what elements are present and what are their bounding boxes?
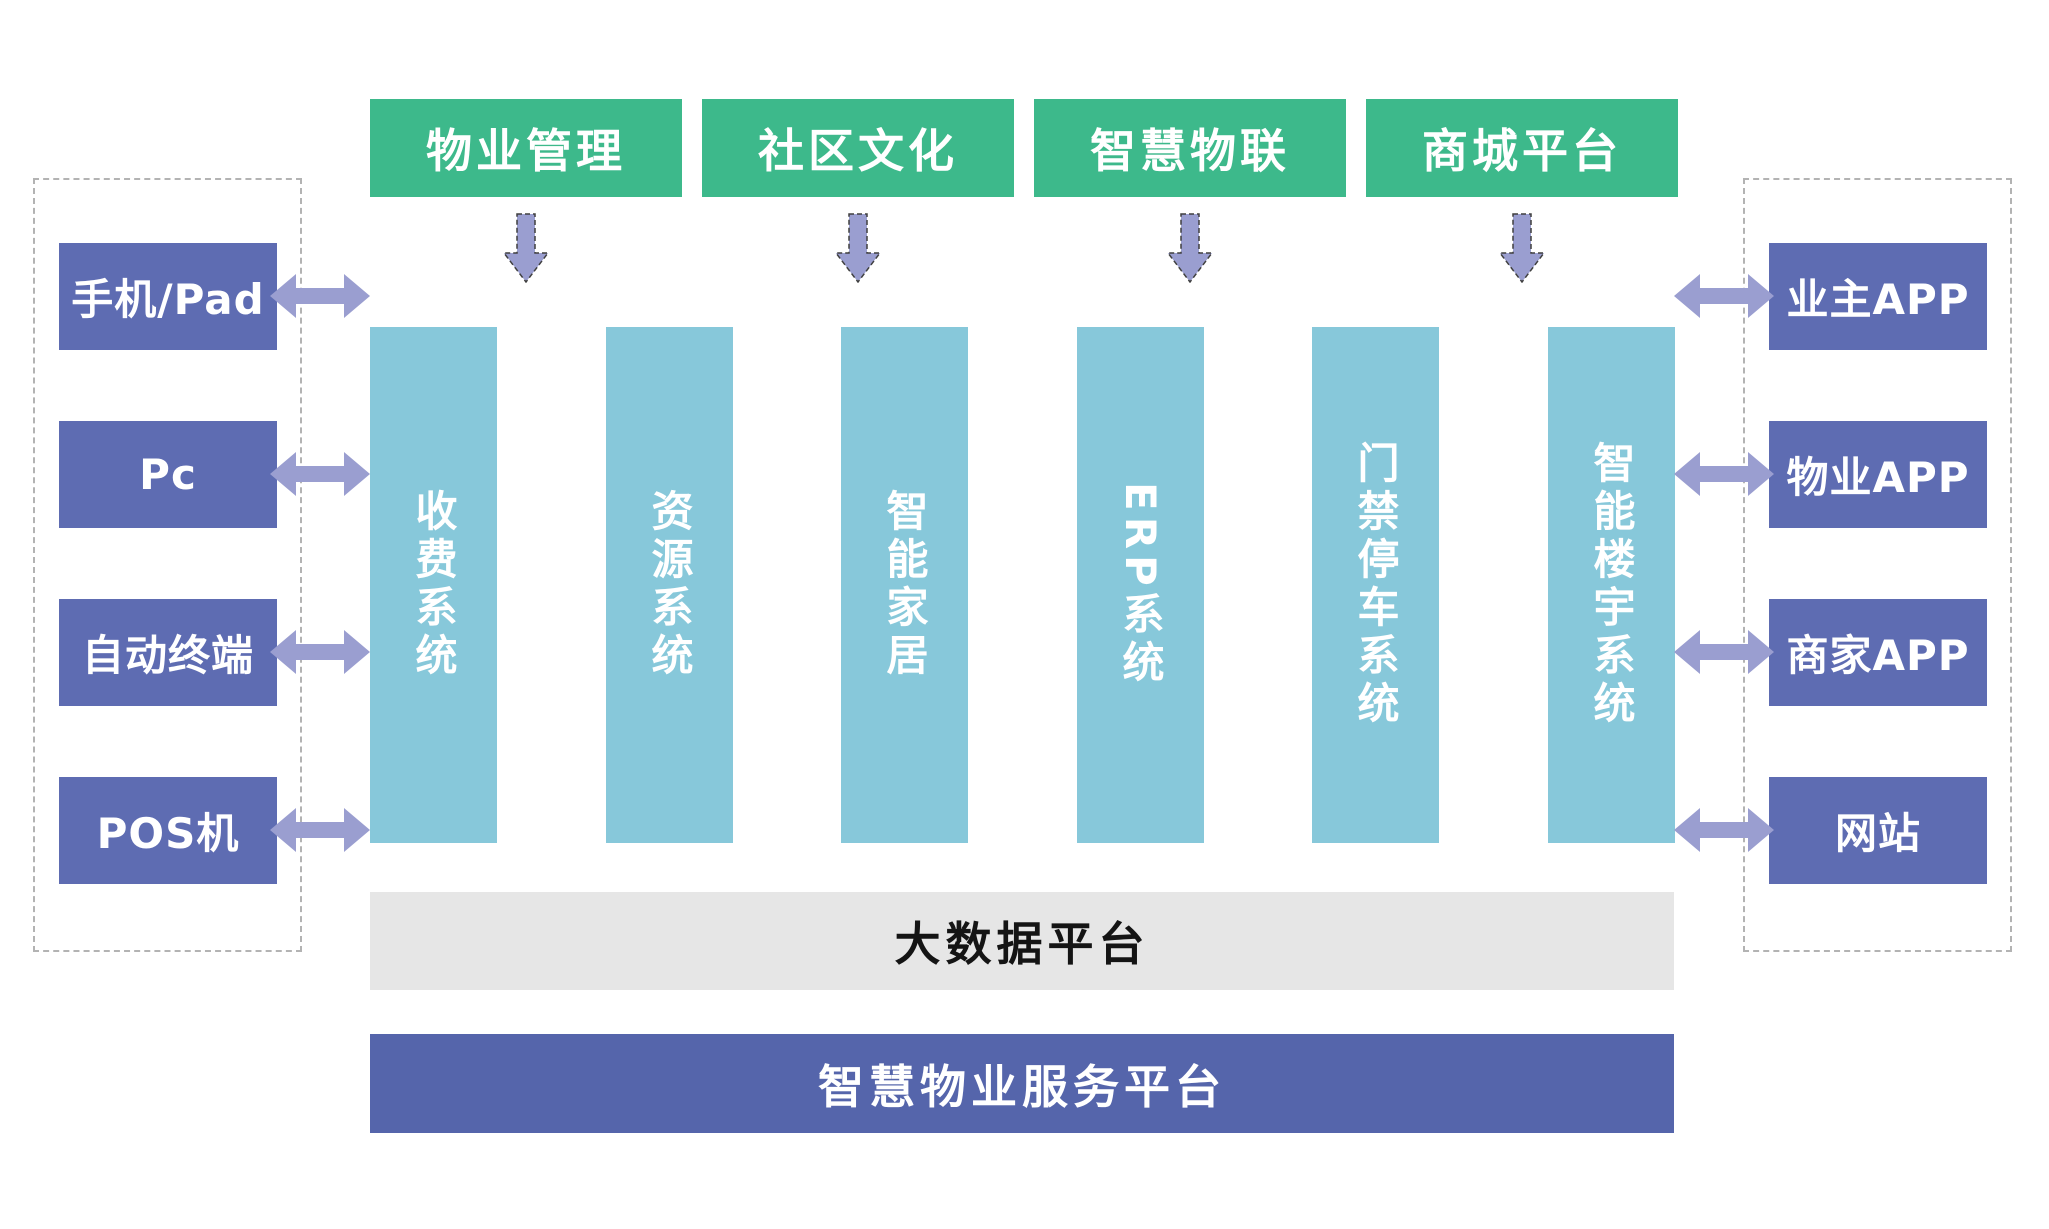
app-owner: 业主APP	[1769, 243, 1987, 350]
terminal-pc: Pc	[59, 421, 277, 528]
down-arrow-icon	[834, 213, 882, 284]
down-arrow-icon	[1498, 213, 1546, 284]
system-smart-home: 智能家居	[841, 327, 968, 843]
system-charging: 收费系统	[370, 327, 497, 843]
system-smart-building: 智能楼宇系统	[1548, 327, 1675, 843]
module-smart-iot: 智慧物联	[1034, 99, 1346, 197]
left-double-arrow-icon	[270, 630, 370, 674]
left-double-arrow-icon	[270, 274, 370, 318]
system-erp: ERP系统	[1077, 327, 1204, 843]
app-property: 物业APP	[1769, 421, 1987, 528]
terminal-auto-terminal: 自动终端	[59, 599, 277, 706]
down-arrow-icon	[502, 213, 550, 284]
down-arrow-icon	[1166, 213, 1214, 284]
right-double-arrow-icon	[1674, 808, 1774, 852]
terminal-mobile-pad: 手机/Pad	[59, 243, 277, 350]
right-double-arrow-icon	[1674, 452, 1774, 496]
system-resource: 资源系统	[606, 327, 733, 843]
module-mall-platform: 商城平台	[1366, 99, 1678, 197]
terminals-group-frame	[33, 178, 302, 952]
module-property-management: 物业管理	[370, 99, 682, 197]
left-double-arrow-icon	[270, 452, 370, 496]
big-data-platform-bar: 大数据平台	[370, 892, 1674, 990]
terminal-pos: POS机	[59, 777, 277, 884]
smart-property-service-platform-bar: 智慧物业服务平台	[370, 1034, 1674, 1133]
right-double-arrow-icon	[1674, 274, 1774, 318]
left-double-arrow-icon	[270, 808, 370, 852]
app-website: 网站	[1769, 777, 1987, 884]
module-community-culture: 社区文化	[702, 99, 1014, 197]
apps-group-frame	[1743, 178, 2012, 952]
right-double-arrow-icon	[1674, 630, 1774, 674]
app-merchant: 商家APP	[1769, 599, 1987, 706]
system-access-parking: 门禁停车系统	[1312, 327, 1439, 843]
